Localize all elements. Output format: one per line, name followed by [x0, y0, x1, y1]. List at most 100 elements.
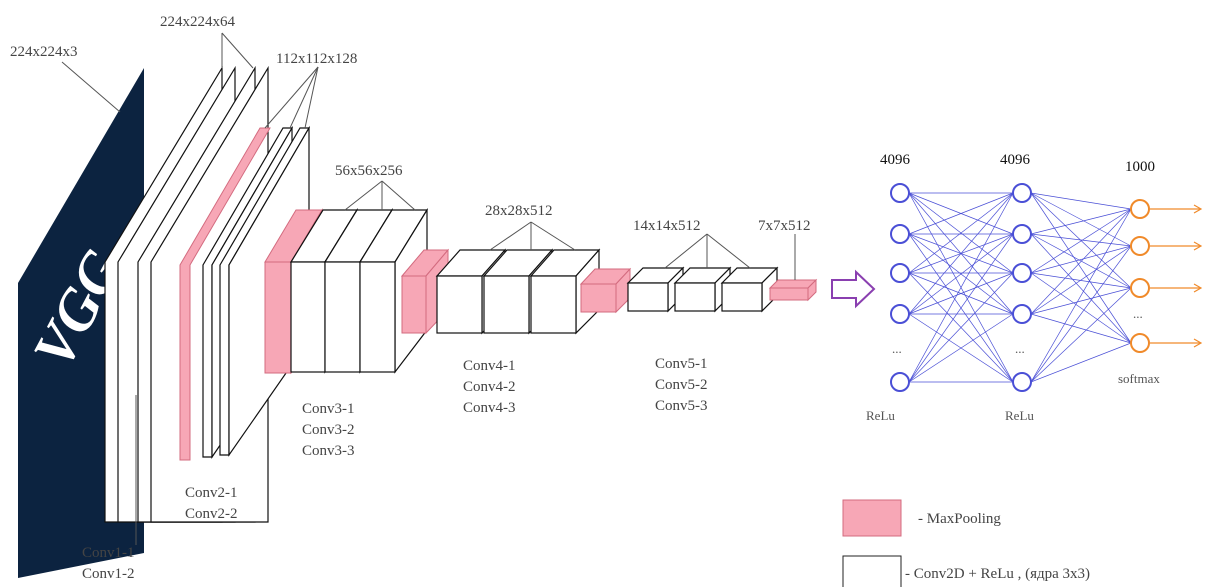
conv5-3-front [721, 282, 763, 312]
fc1-fc2-connection [908, 272, 1014, 383]
svg-text:Conv5-1: Conv5-1 [655, 356, 708, 372]
conv3-1-front [290, 261, 326, 373]
fc2-neuron [1012, 304, 1032, 324]
fc2-output-connection [1030, 245, 1132, 315]
conv2-dim-label: 112x112x128 [276, 51, 357, 67]
fc1-fc2-connection [908, 192, 1014, 274]
svg-text:Conv3-1: Conv3-1 [302, 401, 355, 417]
fc1-neuron [890, 372, 910, 392]
conv4-block [400, 248, 601, 335]
conv4-dim-label: 28x28x512 [485, 203, 553, 219]
output-activation-label: softmax [1118, 371, 1160, 386]
fc2-output-connection [1030, 208, 1132, 235]
fc2-output-connection [1030, 192, 1132, 210]
fc2-neuron [1012, 372, 1032, 392]
fc1-neuron [890, 183, 910, 203]
fc1-fc2-connection [908, 233, 1014, 383]
fc2-output-connection [1030, 208, 1132, 383]
fc1-neuron [890, 263, 910, 283]
output-arrowhead-icon [1193, 338, 1203, 348]
conv5-2-front [674, 282, 716, 312]
pool1-layer [179, 127, 271, 461]
conv2-group-label: Conv2-1 Conv2-2 [185, 485, 238, 522]
fc2-output-connection [1030, 208, 1132, 274]
conv3-3-front [359, 261, 396, 373]
fc2-output-connection [1030, 233, 1132, 247]
conv3-block [264, 207, 429, 375]
fc2-ellipsis: ... [1015, 341, 1025, 356]
pool5-front [769, 287, 809, 301]
fc2-output-connection [1030, 245, 1132, 274]
fc2-output-connection [1030, 233, 1132, 344]
fc2-output-connection [1030, 245, 1132, 383]
conv4-3-front [530, 275, 577, 334]
output-arrowhead-icon [1193, 204, 1203, 214]
conv3-dim-label: 56x56x256 [335, 163, 403, 179]
legend-maxpool-swatch [842, 499, 902, 537]
fc1-neuron [890, 304, 910, 324]
conv1-dim-label: 224x224x64 [160, 14, 236, 30]
svg-text:Conv2-1: Conv2-1 [185, 485, 238, 501]
output-ellipsis: ... [1133, 306, 1143, 321]
conv5-1-front [627, 282, 669, 312]
legend-maxpool-label: - MaxPooling [918, 511, 1001, 527]
conv4-2-front [483, 275, 530, 334]
svg-text:Conv4-3: Conv4-3 [463, 400, 516, 416]
fc1-fc2-connection [908, 272, 1014, 315]
fc1-fc2-connection [908, 192, 1014, 235]
svg-text:Conv1-1: Conv1-1 [82, 545, 135, 561]
svg-text:Conv5-2: Conv5-2 [655, 377, 708, 393]
output-neuron [1130, 199, 1150, 219]
pool2-front [264, 261, 292, 374]
output-neuron [1130, 333, 1150, 353]
fc2-activation-label: ReLu [1005, 408, 1034, 423]
fc2-output-connection [1030, 192, 1132, 344]
output-units-label: 1000 [1125, 159, 1155, 175]
conv3-2-front [324, 261, 361, 373]
fc2-output-connection [1030, 313, 1132, 344]
pool3-front [401, 275, 427, 334]
fc1-fc2-connection [908, 313, 1014, 383]
fc2-output-connection [1030, 272, 1132, 289]
svg-text:Conv3-3: Conv3-3 [302, 443, 355, 459]
fc1-fc2-connection [908, 192, 1014, 315]
conv5-group-label: Conv5-1 Conv5-2 Conv5-3 [655, 356, 708, 414]
svg-text:Conv4-2: Conv4-2 [463, 379, 516, 395]
fc1-fc2-connection [908, 233, 1014, 315]
conv3-group-label: Conv3-1 Conv3-2 Conv3-3 [302, 401, 355, 459]
fc2-output-connection [1030, 287, 1132, 383]
output-arrowhead-icon [1193, 283, 1203, 293]
conv5-block [579, 266, 779, 314]
output-arrowhead-icon [1193, 241, 1203, 251]
pool5-block [768, 278, 818, 302]
svg-text:Conv2-2: Conv2-2 [185, 506, 238, 522]
svg-text:Conv5-3: Conv5-3 [655, 398, 708, 414]
svg-text:Conv4-1: Conv4-1 [463, 358, 516, 374]
fc1-ellipsis: ... [892, 341, 902, 356]
svg-text:Conv3-2: Conv3-2 [302, 422, 355, 438]
fc2-output-connection [1030, 342, 1132, 383]
fc1-units-label: 4096 [880, 152, 911, 168]
fc2-units-label: 4096 [1000, 152, 1031, 168]
legend-conv-label: - Conv2D + ReLu , (ядра 3x3) [905, 566, 1090, 582]
fc1-neuron [890, 224, 910, 244]
fc2-output-connection [1030, 272, 1132, 344]
fully-connected-network [890, 183, 1203, 392]
dimension-leader-lines [61, 32, 796, 545]
legend-conv-swatch [842, 555, 902, 587]
fc2-neuron [1012, 183, 1032, 203]
fc2-output-connection [1030, 192, 1132, 289]
legend: - MaxPooling - Conv2D + ReLu , (ядра 3x3… [842, 499, 1090, 587]
conv4-1-front [436, 275, 483, 334]
input-dim-label: 224x224x3 [10, 44, 78, 60]
conv1-group-label: Conv1-1 Conv1-2 [82, 545, 135, 582]
output-neuron [1130, 278, 1150, 298]
fc2-output-connection [1030, 287, 1132, 315]
fc2-output-connection [1030, 208, 1132, 315]
svg-text:Conv1-2: Conv1-2 [82, 566, 135, 582]
fc2-neuron [1012, 263, 1032, 283]
fc2-neuron [1012, 224, 1032, 244]
fc1-fc2-connection [908, 192, 1014, 383]
